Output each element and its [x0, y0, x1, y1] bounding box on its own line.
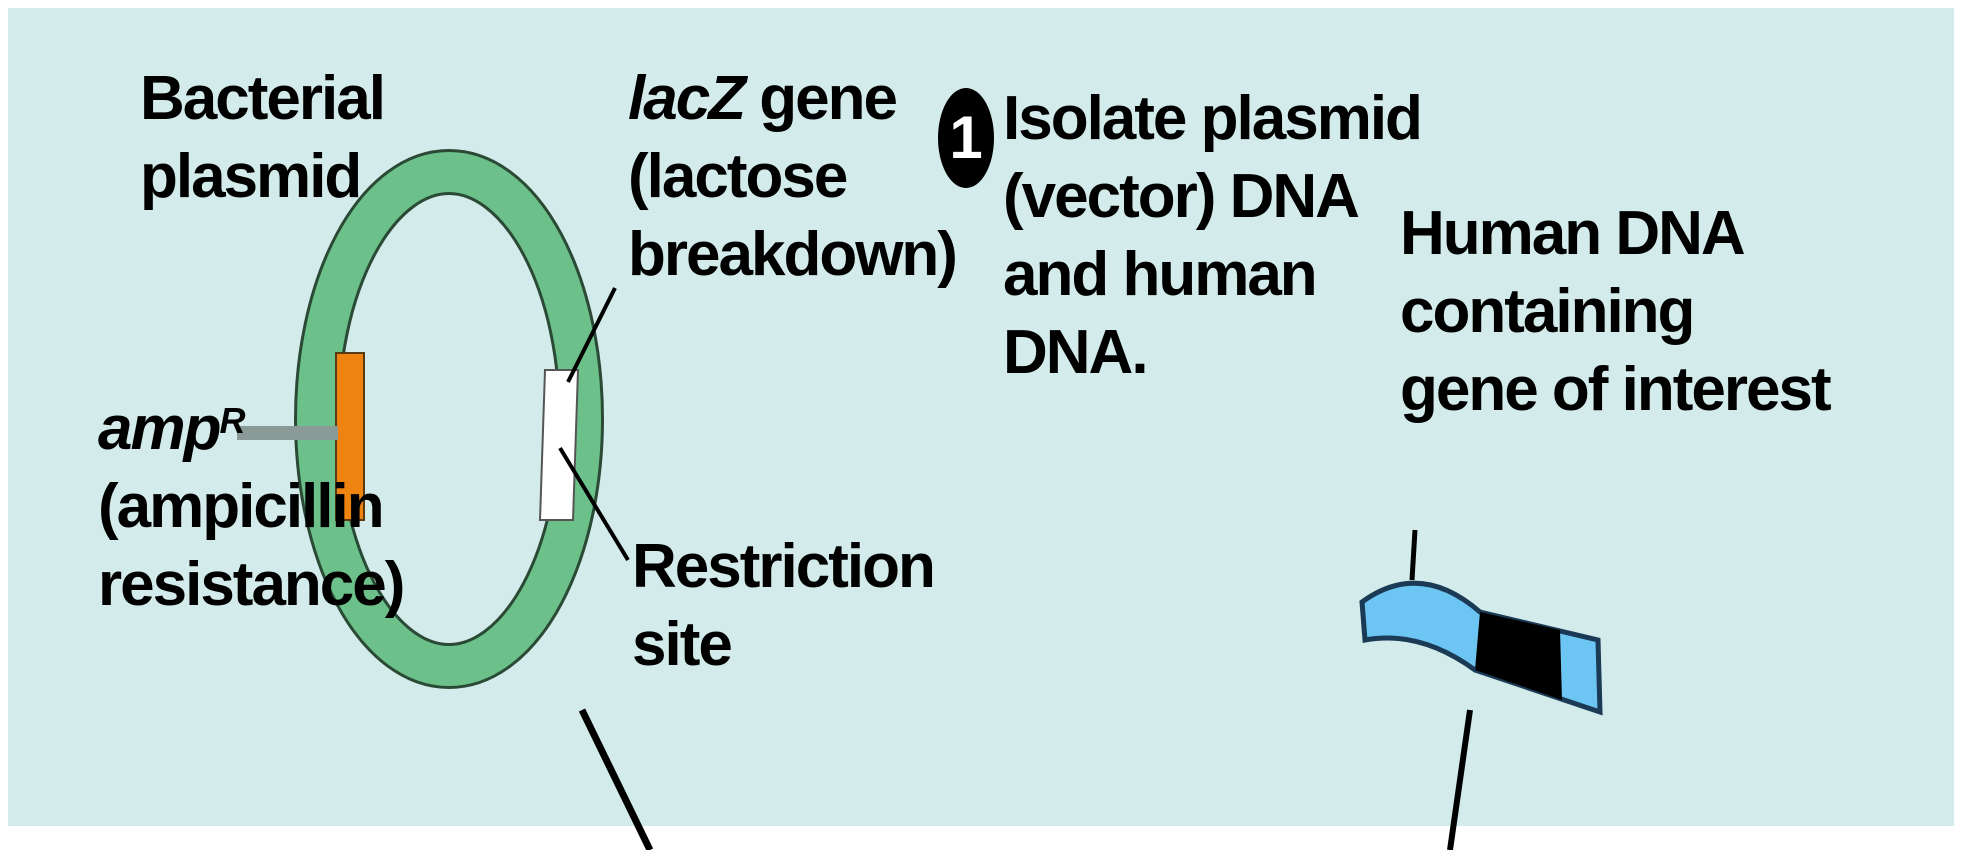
lacz-gene-title: lacZ gene — [628, 60, 956, 138]
restriction-site-label: Restriction site — [632, 528, 934, 684]
ampr-label: ampR (ampicillin resistance) — [98, 390, 403, 624]
bacterial-plasmid-label: Bacterial plasmid — [140, 60, 384, 216]
gene-of-interest-leader — [1412, 530, 1415, 580]
step-instruction-label: Isolate plasmid (vector) DNA and human D… — [1003, 80, 1421, 392]
restriction-site-segment — [540, 370, 578, 520]
human-dna-fragment — [1362, 583, 1600, 712]
ampr-title: ampR — [98, 390, 403, 468]
lacz-gene-label: lacZ gene (lactose breakdown) — [628, 60, 956, 294]
plasmid-arrow-stub — [582, 710, 650, 850]
human-dna-label: Human DNA containing gene of interest — [1400, 195, 1830, 429]
human-dna-arrow-stub — [1450, 710, 1470, 850]
step-number-badge: 1 — [938, 88, 994, 188]
